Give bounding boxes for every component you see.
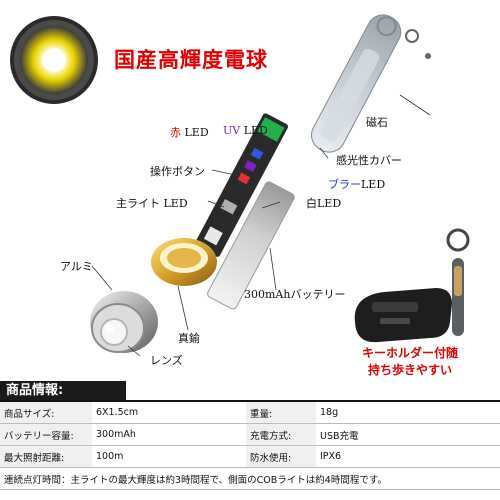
spec-value-size: 6X1.5cm <box>92 402 246 424</box>
aluminum-label: アルミ <box>60 260 93 273</box>
spec-value-battery: 300mAh <box>92 423 246 446</box>
table-row: 最大照射距離: 100m 防水使用: IPX6 <box>0 445 500 468</box>
button-label: 操作ボタン <box>150 165 205 178</box>
clear-housing-icon <box>311 14 402 153</box>
spec-header: 商品情報: <box>0 381 126 401</box>
promo-line-2: 持ち歩きやすい <box>368 363 453 377</box>
battery-icon <box>207 181 295 310</box>
red-led-suffix: LED <box>181 126 209 139</box>
product-illustration <box>10 14 470 357</box>
main-led-label: 主ライト LED <box>116 197 188 210</box>
spec-key-distance: 最大照射距離: <box>0 445 92 468</box>
magnet-label: 磁石 <box>366 116 388 129</box>
spec-runtime-note: 連続点灯時間：主ライトの最大輝度は約3時間程で、側面のCOBライトは約4時間程で… <box>0 467 500 490</box>
red-led-label: 赤 LED <box>170 124 209 140</box>
spec-value-distance: 100m <box>92 445 246 468</box>
circuit-board-icon <box>194 113 288 257</box>
blue-led-color-word: ブラー <box>328 178 361 191</box>
table-row: 連続点灯時間：主ライトの最大輝度は約3時間程で、側面のCOBライトは約4時間程で… <box>0 467 500 490</box>
blue-led-label: ブラーLED <box>328 176 385 192</box>
table-row: バッテリー容量: 300mAh 充電方式: USB充電 <box>0 423 500 446</box>
mini-flashlight-keychain-icon <box>446 228 470 336</box>
uv-led-color-word: UV <box>223 124 241 137</box>
spec-key-size: 商品サイズ: <box>0 402 92 424</box>
aluminum-head-icon <box>90 291 158 353</box>
brass-label: 真鍮 <box>178 332 200 345</box>
leader-lines <box>91 94 431 357</box>
spec-value-weight: 18g <box>316 402 500 424</box>
spec-key-charging: 充電方式: <box>246 423 316 446</box>
keyring-icon <box>405 29 431 59</box>
uv-led-label: UV LED <box>223 124 268 137</box>
promo-text: キーホルダー付随 持ち歩きやすい <box>362 345 458 379</box>
car-key-icon <box>354 288 452 343</box>
lens-label: レンズ <box>150 354 183 367</box>
spec-table: 商品サイズ: 6X1.5cm 重量: 18g バッテリー容量: 300mAh 充… <box>0 402 500 490</box>
promo-line-1: キーホルダー付随 <box>362 346 459 360</box>
table-row: 商品サイズ: 6X1.5cm 重量: 18g <box>0 402 500 424</box>
led-closeup-icon <box>10 16 98 104</box>
luminous-cover-label: 感光性カバー <box>336 154 402 167</box>
white-led-label: 白LED <box>306 197 342 210</box>
headline: 国産高輝度電球 <box>114 47 268 72</box>
spec-value-waterproof: IPX6 <box>316 445 500 468</box>
spec-value-charging: USB充電 <box>316 423 500 446</box>
spec-key-battery: バッテリー容量: <box>0 423 92 446</box>
spec-key-weight: 重量: <box>246 402 316 424</box>
battery-label: 300mAhバッテリー <box>244 288 346 301</box>
blue-led-suffix: LED <box>361 178 386 191</box>
red-led-color-word: 赤 <box>170 126 181 139</box>
uv-led-suffix: LED <box>240 124 268 137</box>
spec-key-waterproof: 防水使用: <box>246 445 316 468</box>
spec-header-divider <box>0 400 500 402</box>
brass-ring-icon <box>151 238 217 286</box>
